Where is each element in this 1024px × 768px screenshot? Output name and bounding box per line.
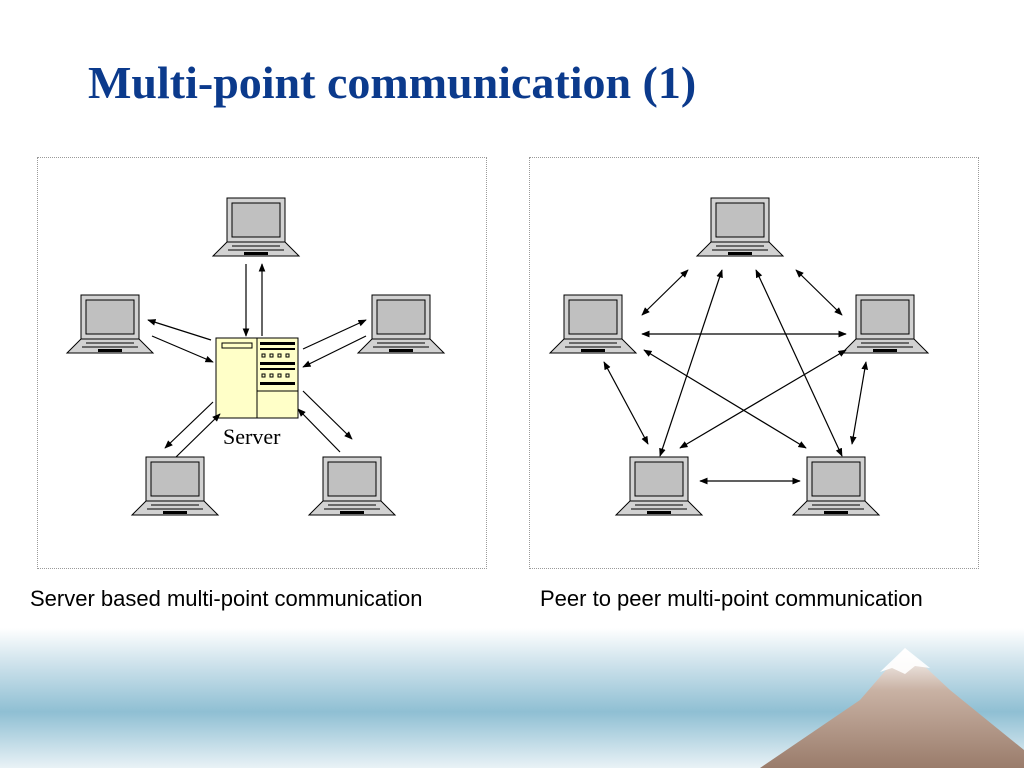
p2p-diagram-caption: Peer to peer multi-point communication bbox=[540, 586, 923, 611]
peer-laptop-icon-left bbox=[549, 294, 637, 354]
laptop-icon-top bbox=[212, 197, 300, 257]
p2p-diagram-panel bbox=[529, 157, 979, 569]
server-icon bbox=[215, 337, 299, 419]
mountain-shape bbox=[760, 648, 1024, 768]
peer-laptop-icon-right bbox=[841, 294, 929, 354]
server-label: Server bbox=[223, 424, 281, 449]
laptop-icon-lower-left bbox=[131, 456, 219, 516]
laptop-icon-upper-left bbox=[66, 294, 154, 354]
mountain-snowcap bbox=[880, 648, 930, 674]
server-diagram-panel bbox=[37, 157, 487, 569]
server-diagram-caption: Server based multi-point communication bbox=[30, 586, 423, 611]
peer-laptop-icon-bottom-right bbox=[792, 456, 880, 516]
slide-title: Multi-point communication (1) bbox=[88, 57, 697, 108]
laptop-icon-upper-right bbox=[357, 294, 445, 354]
peer-laptop-icon-top bbox=[696, 197, 784, 257]
laptop-icon-lower-right bbox=[308, 456, 396, 516]
peer-links bbox=[603, 269, 869, 485]
server-links bbox=[147, 263, 367, 458]
peer-laptop-icon-bottom-left bbox=[615, 456, 703, 516]
